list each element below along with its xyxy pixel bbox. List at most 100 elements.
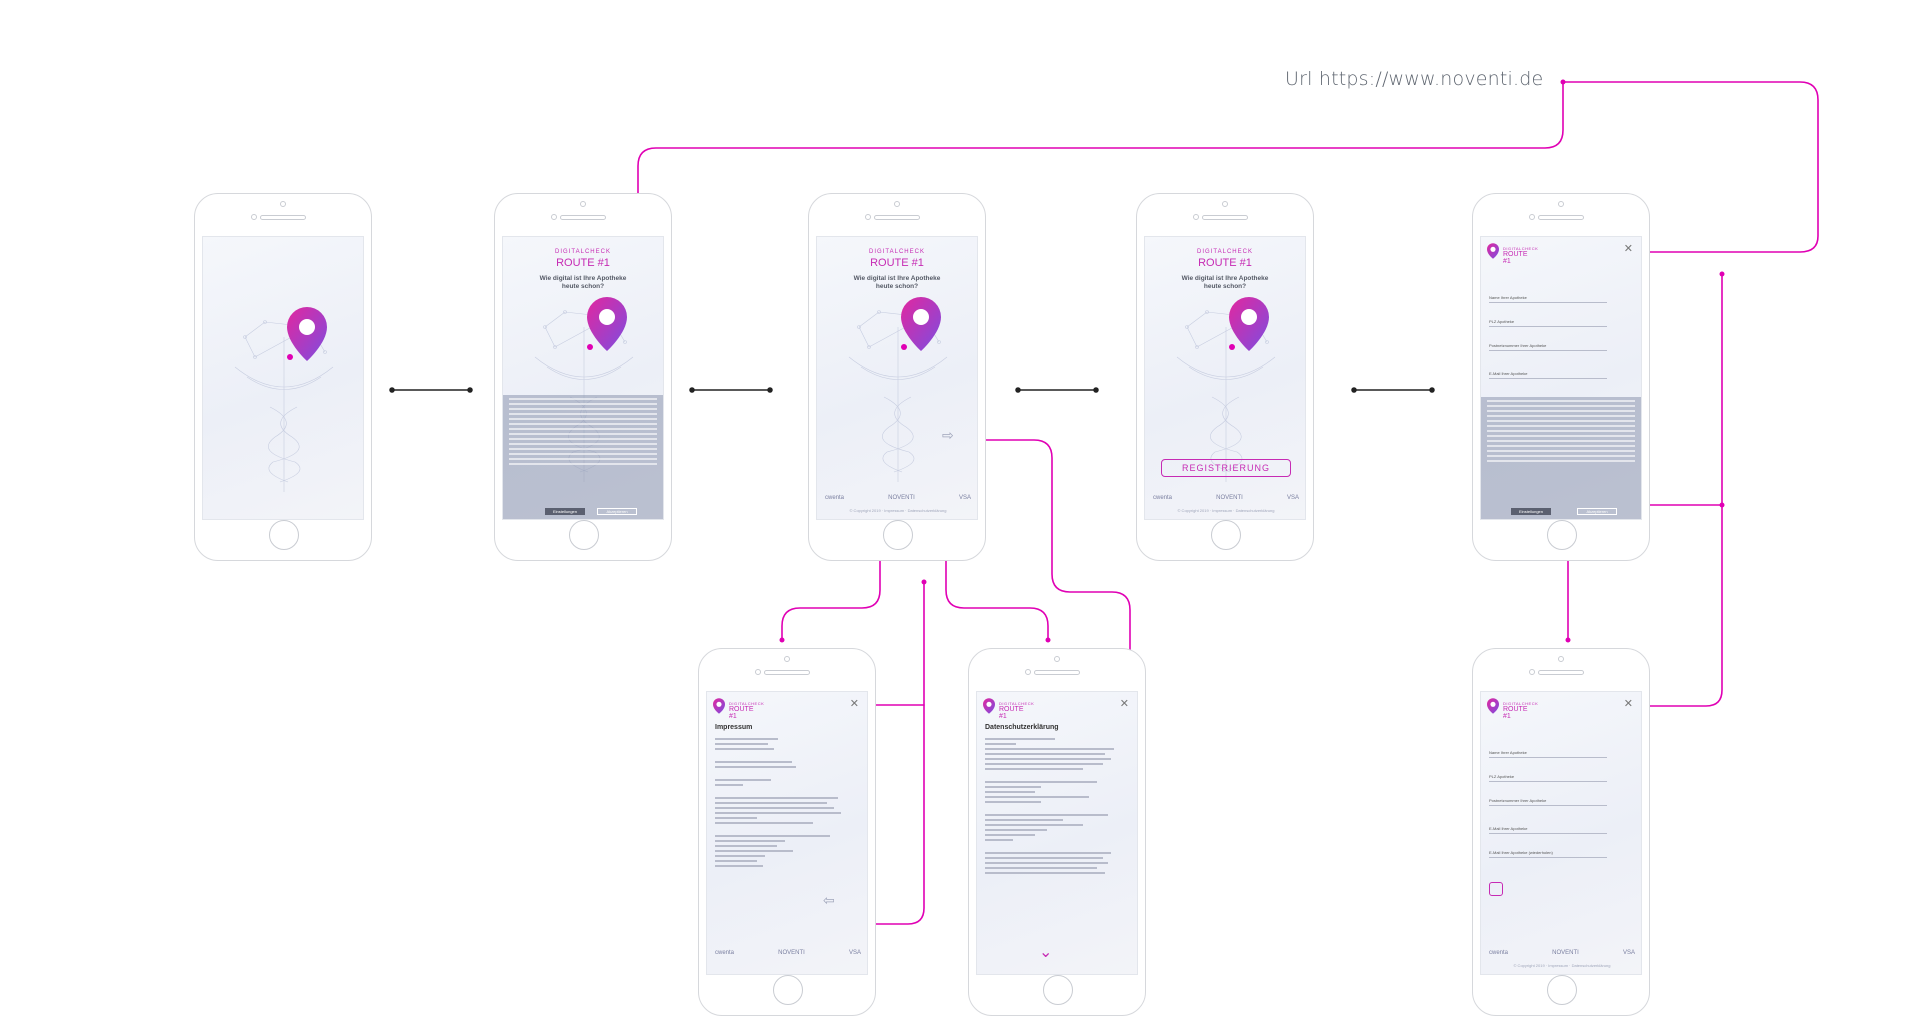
subtitle-line-2: heute schon?: [561, 283, 605, 290]
chevron-down-icon[interactable]: ⌄: [1039, 944, 1053, 961]
close-icon[interactable]: ✕: [1623, 243, 1633, 255]
field-zip[interactable]: PLZ Apotheke: [1489, 319, 1607, 327]
vsa-logo: VSA: [1622, 950, 1635, 956]
home-button-icon: [1211, 520, 1241, 550]
field-email[interactable]: E-Mail Ihrer Apotheke: [1489, 826, 1607, 834]
cwenta-logo: cwenta: [715, 950, 735, 956]
screen-impressum: DIGITALCHECK ROUTE #1 ✕ Impressum ⇦ cwen…: [706, 691, 868, 975]
impressum-heading: Impressum: [715, 724, 753, 731]
app-title-big: ROUTE #1: [1198, 257, 1252, 269]
vsa-logo: VSA: [958, 495, 971, 501]
screen5b-close-back: [1639, 273, 1723, 707]
noventi-logo: NOVENTI: [888, 495, 915, 501]
phone-home: DIGITALCHECK ROUTE #1 Wie digital ist Ih…: [808, 193, 986, 561]
cookie-accept-button[interactable]: Akzeptieren: [597, 508, 637, 515]
vsa-logo: VSA: [1286, 495, 1299, 501]
logo-title-small: DIGITALCHECK: [729, 701, 765, 706]
home-button-icon: [773, 975, 803, 1005]
close-icon[interactable]: ✕: [1623, 698, 1633, 710]
url-to-screen2-path: [637, 81, 1564, 501]
phone-form-extended: DIGITALCHECK ROUTE #1 ✕ Name Ihrer Apoth…: [1472, 648, 1650, 1016]
impressum-text: [715, 738, 855, 870]
noventi-logo: NOVENTI: [1216, 495, 1243, 501]
field-pharmacy-name[interactable]: Name Ihrer Apotheke: [1489, 295, 1607, 303]
location-pin-icon: [1487, 698, 1499, 714]
field-postnet[interactable]: Postnetznummer Ihrer Apotheke: [1489, 343, 1607, 351]
header-logo: DIGITALCHECK ROUTE #1: [1487, 698, 1539, 720]
logo-title-small: DIGITALCHECK: [999, 701, 1035, 706]
close-icon[interactable]: ✕: [1119, 698, 1129, 710]
location-pin-icon: [1487, 243, 1499, 259]
close-icon[interactable]: ✕: [849, 698, 859, 710]
home-button-icon: [1547, 975, 1577, 1005]
phone-impressum: DIGITALCHECK ROUTE #1 ✕ Impressum ⇦ cwen…: [698, 648, 876, 1016]
noventi-logo: NOVENTI: [778, 950, 805, 956]
screen-form-consent: DIGITALCHECK ROUTE #1 ✕ Name Ihrer Apoth…: [1480, 236, 1642, 520]
footer-logos: cwenta NOVENTI VSA: [1489, 950, 1635, 956]
logo-title-big: ROUTE #1: [999, 706, 1024, 720]
field-email-repeat[interactable]: E-Mail Ihrer Apotheke (wiederholen): [1489, 850, 1607, 858]
footer-copyright[interactable]: © Copyright 2019 · Impressum · Datenschu…: [1177, 508, 1275, 513]
header-logo: DIGITALCHECK ROUTE #1: [983, 698, 1035, 720]
consent-accept-button[interactable]: Akzeptieren: [1577, 508, 1617, 515]
footer-copyright[interactable]: © Copyright 2019 · Impressum · Datenschu…: [849, 508, 947, 513]
add-icon[interactable]: [1489, 882, 1503, 896]
phone-form-consent: DIGITALCHECK ROUTE #1 ✕ Name Ihrer Apoth…: [1472, 193, 1650, 561]
footer-logos: cwenta NOVENTI VSA: [1153, 495, 1299, 501]
home-button-icon: [1547, 520, 1577, 550]
screen-form-extended: DIGITALCHECK ROUTE #1 ✕ Name Ihrer Apoth…: [1480, 691, 1642, 975]
footer-copyright[interactable]: © Copyright 2019 · Impressum · Datenschu…: [1513, 963, 1611, 968]
header-logo: DIGITALCHECK ROUTE #1: [1487, 243, 1539, 265]
aesculapian-pin-illustration: [1167, 287, 1285, 487]
field-zip[interactable]: PLZ Apotheke: [1489, 774, 1607, 782]
swipe-hand-icon[interactable]: ⇦: [823, 892, 835, 908]
logo-title-big: ROUTE #1: [1503, 251, 1528, 265]
header-logo: DIGITALCHECK ROUTE #1: [713, 698, 765, 720]
app-title-big: ROUTE #1: [870, 257, 924, 269]
app-subtitle: Wie digital ist Ihre Apotheke heute scho…: [817, 275, 977, 291]
aesculapian-pin-illustration: [225, 297, 343, 497]
home-button-icon: [883, 520, 913, 550]
datenschutz-text: [985, 738, 1125, 877]
screen-cookie: DIGITALCHECK ROUTE #1 Wie digital ist Ih…: [502, 236, 664, 520]
app-title-small: DIGITALCHECK: [1197, 249, 1253, 255]
screen3-to-datenschutz: [945, 507, 1049, 641]
screen3-to-impressum: [781, 507, 881, 641]
app-title-small: DIGITALCHECK: [869, 249, 925, 255]
logo-title-small: DIGITALCHECK: [1503, 246, 1539, 251]
screen-datenschutz: DIGITALCHECK ROUTE #1 ✕ Datenschutzerklä…: [976, 691, 1138, 975]
logo-title-big: ROUTE #1: [1503, 706, 1528, 720]
impressum-swipe-back: [861, 704, 925, 925]
subtitle-line-2: heute schon?: [875, 283, 919, 290]
footer-logos: cwenta NOVENTI VSA: [715, 950, 861, 956]
consent-settings-button[interactable]: Einstellungen: [1511, 508, 1551, 515]
screen-splash: [202, 236, 364, 520]
subtitle-line-1: Wie digital ist Ihre Apotheke: [853, 275, 941, 282]
url-label[interactable]: Url https://www.noventi.de: [1285, 68, 1544, 90]
consent-overlay: Einstellungen Akzeptieren: [1481, 397, 1641, 519]
field-postnet[interactable]: Postnetznummer Ihrer Apotheke: [1489, 798, 1607, 806]
logo-title-small: DIGITALCHECK: [1503, 701, 1539, 706]
datenschutz-heading: Datenschutzerklärung: [985, 724, 1059, 731]
field-pharmacy-name[interactable]: Name Ihrer Apotheke: [1489, 750, 1607, 758]
subtitle-line-2: heute schon?: [1203, 283, 1247, 290]
cookie-settings-button[interactable]: Einstellungen: [545, 508, 585, 515]
home-button-icon: [1043, 975, 1073, 1005]
register-button[interactable]: REGISTRIERUNG: [1161, 459, 1291, 477]
app-subtitle: Wie digital ist Ihre Apotheke heute scho…: [1145, 275, 1305, 291]
field-email[interactable]: E-Mail Ihrer Apotheke: [1489, 371, 1607, 379]
phone-splash: [194, 193, 372, 561]
app-title-small: DIGITALCHECK: [555, 249, 611, 255]
footer-logos: cwenta NOVENTI VSA: [825, 495, 971, 501]
swipe-hand-icon[interactable]: ⇨: [942, 427, 954, 443]
aesculapian-pin-illustration: [839, 287, 957, 487]
home-button-icon: [269, 520, 299, 550]
cwenta-logo: cwenta: [825, 495, 845, 501]
cookie-banner: Einstellungen Akzeptieren: [503, 395, 663, 519]
noventi-logo: NOVENTI: [1552, 950, 1579, 956]
subtitle-line-1: Wie digital ist Ihre Apotheke: [1181, 275, 1269, 282]
phone-register: DIGITALCHECK ROUTE #1 Wie digital ist Ih…: [1136, 193, 1314, 561]
phone-cookie: DIGITALCHECK ROUTE #1 Wie digital ist Ih…: [494, 193, 672, 561]
location-pin-icon: [983, 698, 995, 714]
logo-title-big: ROUTE #1: [729, 706, 754, 720]
